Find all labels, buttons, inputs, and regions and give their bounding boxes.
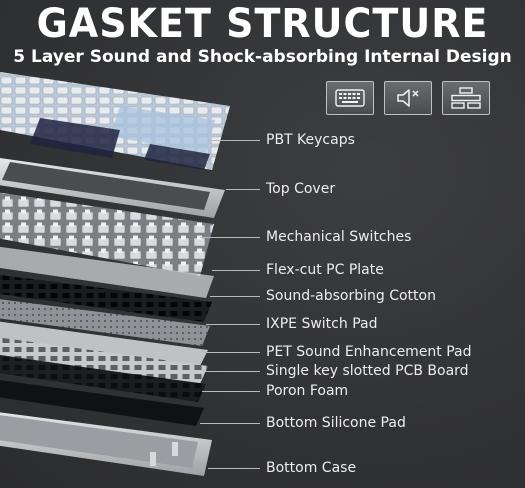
label-bottom-case: Bottom Case bbox=[266, 460, 357, 476]
silicone-pad-layer bbox=[0, 380, 204, 426]
poron-foam-layer bbox=[0, 355, 206, 402]
keycaps-layer bbox=[0, 72, 230, 170]
leader-line bbox=[212, 270, 260, 271]
leader-line bbox=[204, 371, 260, 372]
leader-line bbox=[200, 423, 260, 424]
label-pet-pad: PET Sound Enhancement Pad bbox=[266, 344, 472, 360]
leader-line bbox=[200, 237, 260, 238]
label-poron-foam: Poron Foam bbox=[266, 383, 349, 399]
page-title: GASKET STRUCTURE bbox=[36, 0, 489, 47]
switches-layer bbox=[0, 192, 214, 276]
mute-speaker-icon bbox=[384, 81, 432, 115]
pcb-layer bbox=[0, 337, 208, 384]
cotton-layer bbox=[0, 275, 212, 322]
leader-line bbox=[204, 352, 260, 353]
leader-line bbox=[208, 468, 260, 469]
label-bottom-silicone-pad: Bottom Silicone Pad bbox=[266, 415, 406, 431]
label-pcb-board: Single key slotted PCB Board bbox=[266, 363, 469, 379]
keyboard-icon bbox=[326, 81, 374, 115]
bottom-case-layer bbox=[0, 412, 212, 476]
pet-pad-layer bbox=[0, 321, 208, 366]
label-mechanical-switches: Mechanical Switches bbox=[266, 229, 412, 245]
label-pbt-keycaps: PBT Keycaps bbox=[266, 132, 355, 148]
label-top-cover: Top Cover bbox=[266, 181, 336, 197]
page-subtitle: 5 Layer Sound and Shock-absorbing Intern… bbox=[13, 47, 512, 67]
leader-line bbox=[202, 391, 260, 392]
leader-line bbox=[210, 296, 260, 297]
ixpe-pad-layer bbox=[0, 299, 210, 346]
label-ixpe-switch-pad: IXPE Switch Pad bbox=[266, 316, 378, 332]
top-cover-layer bbox=[0, 158, 225, 218]
leader-line bbox=[206, 324, 260, 325]
layers-icon bbox=[442, 81, 490, 115]
leader-line bbox=[210, 140, 260, 141]
pc-plate-layer bbox=[0, 246, 214, 298]
label-pc-plate: Flex-cut PC Plate bbox=[266, 262, 384, 278]
feature-icon-row bbox=[326, 81, 490, 115]
leader-line bbox=[226, 189, 260, 190]
exploded-keyboard-illustration bbox=[0, 72, 230, 476]
label-sound-absorbing-cotton: Sound-absorbing Cotton bbox=[266, 288, 436, 304]
